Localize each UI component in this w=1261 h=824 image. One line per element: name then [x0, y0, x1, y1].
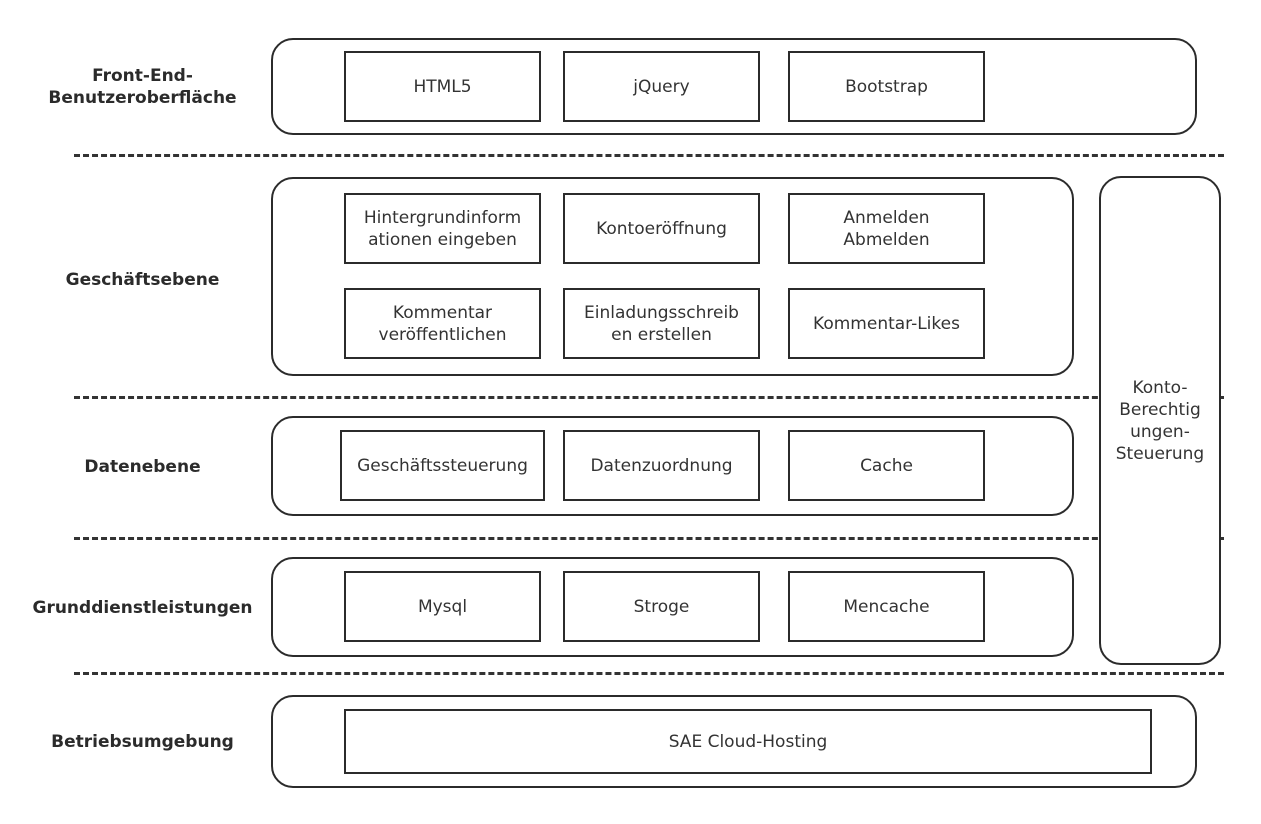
layer-label-frontend: Front-End- Benutzeroberfläche [48, 66, 237, 108]
business-box-login-logout: Anmelden Abmelden [788, 193, 985, 264]
data-box-data-mapping: Datenzuordnung [563, 430, 760, 501]
layer-label-base: Grunddienstleistungen [32, 598, 253, 618]
layer-label-business: Geschäftsebene [65, 270, 220, 290]
business-box-comment-likes: Kommentar-Likes [788, 288, 985, 359]
business-box-publish-comment: Kommentar veröffentlichen [344, 288, 541, 359]
layer-separator [74, 396, 1224, 399]
layer-label-data: Datenebene [84, 457, 201, 477]
layer-separator [74, 537, 1224, 540]
layer-label-runtime: Betriebsumgebung [51, 732, 234, 752]
frontend-box-bootstrap: Bootstrap [788, 51, 985, 122]
base-box-storage: Stroge [563, 571, 760, 642]
business-box-background-info: Hintergrundinform ationen eingeben [344, 193, 541, 264]
runtime-box-sae-cloud: SAE Cloud-Hosting [344, 709, 1152, 774]
side-panel-account-permissions: Konto- Berechtig ungen- Steuerung [1099, 176, 1221, 665]
data-box-cache: Cache [788, 430, 985, 501]
business-box-invitation: Einladungsschreib en erstellen [563, 288, 760, 359]
layer-separator [74, 672, 1224, 675]
frontend-box-jquery: jQuery [563, 51, 760, 122]
frontend-box-html5: HTML5 [344, 51, 541, 122]
base-box-memcache: Mencache [788, 571, 985, 642]
side-panel-label: Konto- Berechtig ungen- Steuerung [1115, 377, 1205, 464]
base-box-mysql: Mysql [344, 571, 541, 642]
data-box-business-control: Geschäftssteuerung [340, 430, 545, 501]
layer-separator [74, 154, 1224, 157]
business-box-account-opening: Kontoeröffnung [563, 193, 760, 264]
